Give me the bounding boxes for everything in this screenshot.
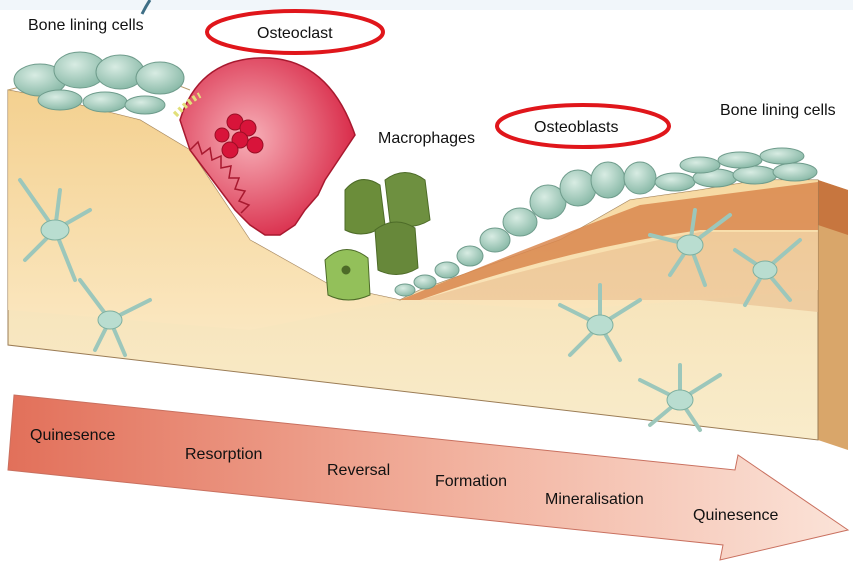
bone-lining-cells-left-label: Bone lining cells <box>28 17 144 34</box>
phase-label-quinesence-end: Quinesence <box>693 507 778 524</box>
phase-label-mineralisation: Mineralisation <box>545 491 644 508</box>
osteoblasts-label: Osteoblasts <box>534 119 618 136</box>
osteoclast-label: Osteoclast <box>257 25 333 42</box>
teal-arc-decoration-icon <box>0 0 853 14</box>
phase-label-formation: Formation <box>435 473 507 490</box>
bone-lining-cells-right-label: Bone lining cells <box>720 102 836 119</box>
phase-label-reversal: Reversal <box>327 462 390 479</box>
macrophages-label: Macrophages <box>378 130 475 147</box>
phase-label-resorption: Resorption <box>185 446 262 463</box>
phase-label-quinesence-start: Quinesence <box>30 427 115 444</box>
